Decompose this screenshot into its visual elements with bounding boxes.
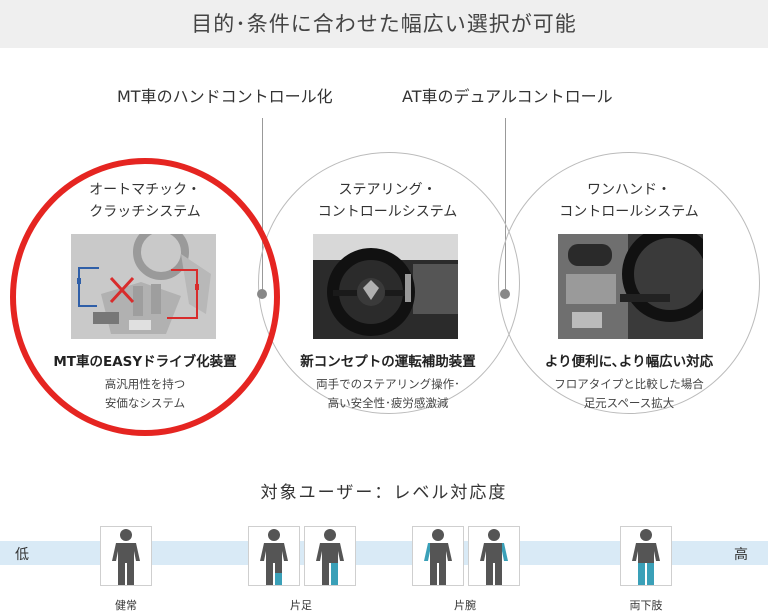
level-label-healthy: 健常 xyxy=(115,599,137,612)
mt-connector-dot xyxy=(257,289,267,299)
person-card-one-leg-a xyxy=(248,526,300,586)
auto-clutch-title: オートマチック・クラッチシステム xyxy=(89,182,201,220)
steering-control-description: 両手でのステアリング操作･高い安全性･疲労感激減 xyxy=(316,377,460,410)
highlight-circle xyxy=(10,158,280,436)
level-label-one-leg: 片足 xyxy=(290,599,312,612)
one-hand-control-circle xyxy=(498,152,760,414)
at-dual-control-label: AT車のデュアルコントロール xyxy=(402,87,613,106)
auto-clutch-caption: MT車のEASYドライブ化装置 xyxy=(53,354,237,370)
at-connector-line xyxy=(505,118,506,294)
steering-wheel-photo xyxy=(313,234,458,339)
auto-clutch-description: 高汎用性を持つ安価なシステム xyxy=(104,377,186,410)
at-connector-dot xyxy=(500,289,510,299)
person-card-one-arm-a xyxy=(412,526,464,586)
person-card-both-legs xyxy=(620,526,672,586)
person-card-healthy xyxy=(100,526,152,586)
one-hand-control-title: ワンハンド・コントロールシステム xyxy=(559,182,699,220)
person-icon xyxy=(112,529,140,585)
header-bar xyxy=(0,0,768,48)
one-hand-control-description: フロアタイプと比較した場合足元スペース拡大 xyxy=(554,377,704,410)
one-hand-control-photo xyxy=(558,234,703,339)
level-high-label: 高 xyxy=(734,547,748,563)
person-icon xyxy=(260,529,288,585)
person-icon xyxy=(632,529,660,585)
one-hand-control-caption: より便利に､より幅広い対応 xyxy=(544,354,714,370)
steering-control-caption: 新コンセプトの運転補助装置 xyxy=(300,354,476,370)
person-card-one-arm-b xyxy=(468,526,520,586)
person-icon xyxy=(424,529,452,585)
mt-connector-line xyxy=(262,118,263,294)
level-low-label: 低 xyxy=(15,547,29,563)
person-icon xyxy=(316,529,344,585)
steering-control-title: ステアリング・コントロールシステム xyxy=(317,182,458,220)
level-label-one-arm: 片腕 xyxy=(454,599,476,612)
person-card-one-leg-b xyxy=(304,526,356,586)
level-label-both-legs: 両下肢 xyxy=(629,599,663,612)
mt-hand-control-label: MT車のハンドコントロール化 xyxy=(117,87,333,106)
person-icon xyxy=(480,529,508,585)
target-users-title: 対象ユーザー：レベル対応度 xyxy=(260,483,508,503)
page-title: 目的･条件に合わせた幅広い選択が可能 xyxy=(191,12,577,36)
auto-clutch-diagram-image xyxy=(71,234,216,339)
